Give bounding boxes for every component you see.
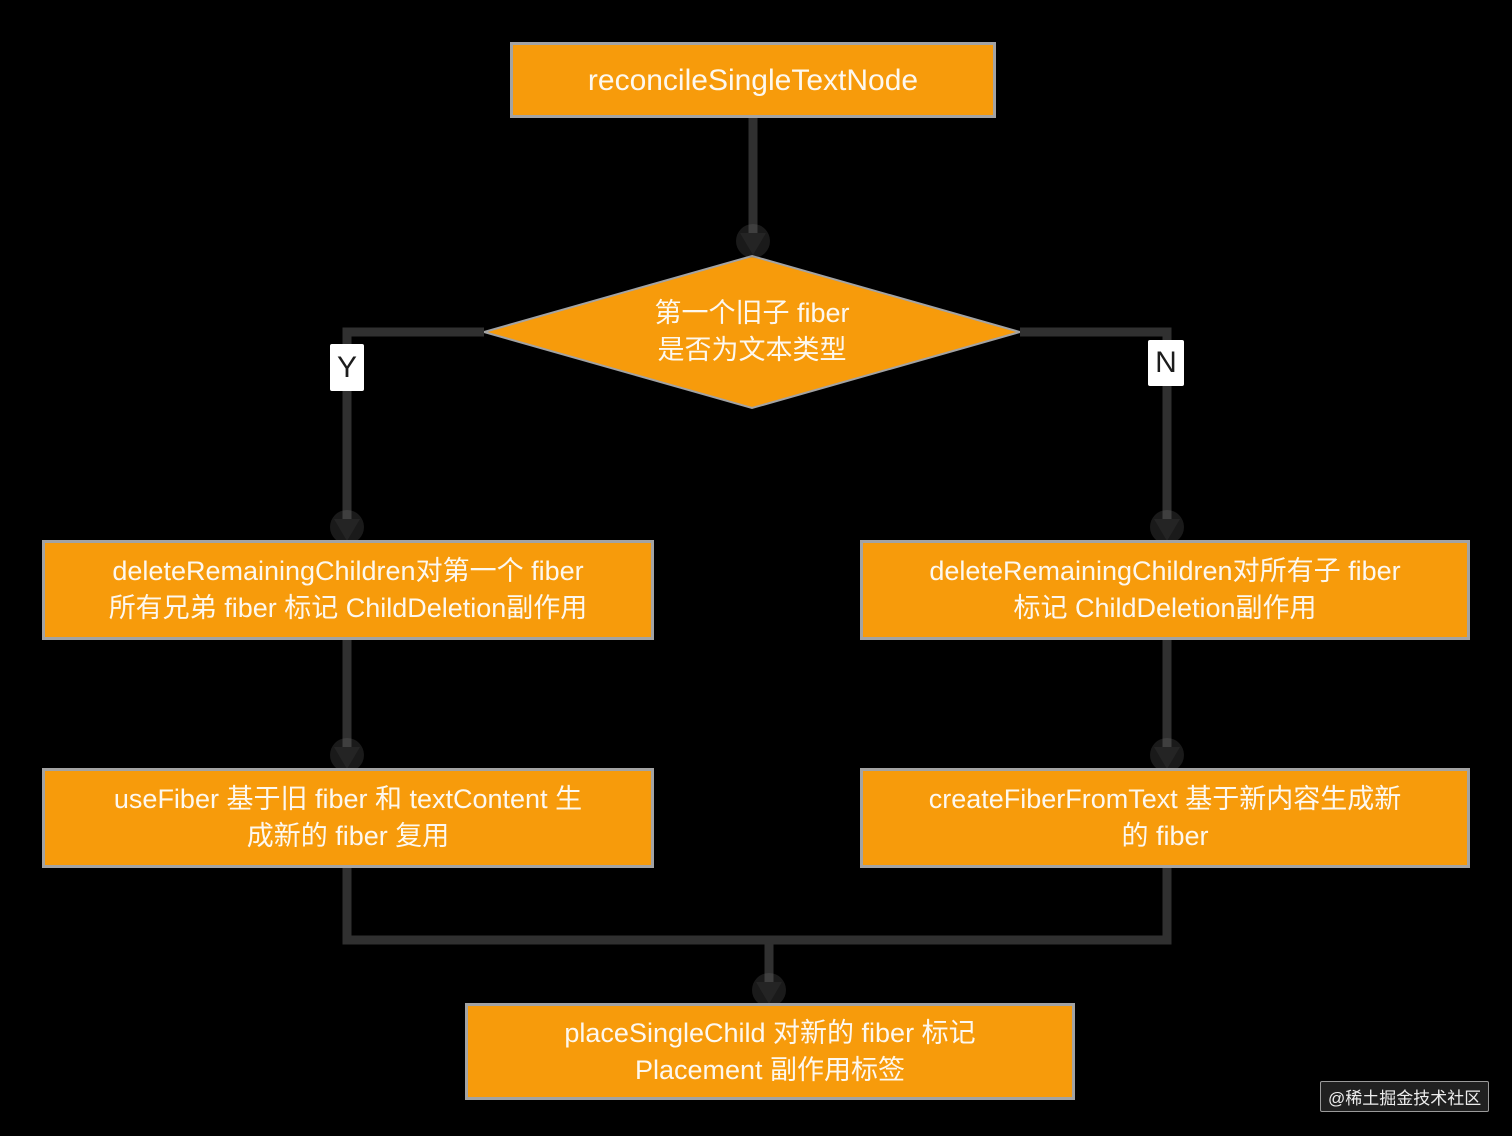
node-label: reconcileSingleTextNode xyxy=(587,63,919,97)
node-line-2: 所有兄弟 fiber 标记 ChildDeletion副作用 xyxy=(108,593,588,623)
node-reconcile-single-text-node: reconcileSingleTextNode xyxy=(510,42,996,118)
node-line-2: 标记 ChildDeletion副作用 xyxy=(1013,593,1317,623)
watermark-badge: @稀土掘金技术社区 xyxy=(1320,1081,1490,1112)
node-decision-is-text-type: 第一个旧子 fiber 是否为文本类型 xyxy=(484,256,1020,408)
edge-merge xyxy=(342,868,1172,945)
node-create-fiber-from-text: createFiberFromText 基于新内容生成新 的 fiber xyxy=(860,768,1470,868)
node-line-1: useFiber 基于旧 fiber 和 textContent 生 xyxy=(113,784,583,814)
branch-label-no: N xyxy=(1148,340,1184,386)
node-line-2: 的 fiber xyxy=(1121,821,1209,851)
watermark-text: @稀土掘金技术社区 xyxy=(1328,1089,1482,1108)
node-yes-delete-remaining-children: deleteRemainingChildren对第一个 fiber 所有兄弟 f… xyxy=(42,540,654,640)
node-line-2: 成新的 fiber 复用 xyxy=(246,821,450,851)
node-line-1: deleteRemainingChildren对第一个 fiber xyxy=(112,556,584,586)
node-place-single-child: placeSingleChild 对新的 fiber 标记 Placement … xyxy=(465,1003,1075,1100)
node-use-fiber: useFiber 基于旧 fiber 和 textContent 生 成新的 f… xyxy=(42,768,654,868)
branch-label-yes: Y xyxy=(330,344,364,391)
edge-decision-to-yes xyxy=(342,327,484,527)
node-no-delete-remaining-children: deleteRemainingChildren对所有子 fiber 标记 Chi… xyxy=(860,540,1470,640)
node-line-1: createFiberFromText 基于新内容生成新 xyxy=(928,784,1402,814)
arrowheads xyxy=(334,233,1180,1004)
node-line-2: Placement 副作用标签 xyxy=(634,1054,906,1085)
node-line-1: placeSingleChild 对新的 fiber 标记 xyxy=(564,1017,976,1048)
edge-decision-to-no xyxy=(1020,327,1172,527)
decision-line-2: 是否为文本类型 xyxy=(657,335,847,365)
node-line-1: deleteRemainingChildren对所有子 fiber xyxy=(929,556,1401,586)
decision-diamond-shape xyxy=(480,254,1024,410)
decision-line-1: 第一个旧子 fiber xyxy=(654,298,850,328)
